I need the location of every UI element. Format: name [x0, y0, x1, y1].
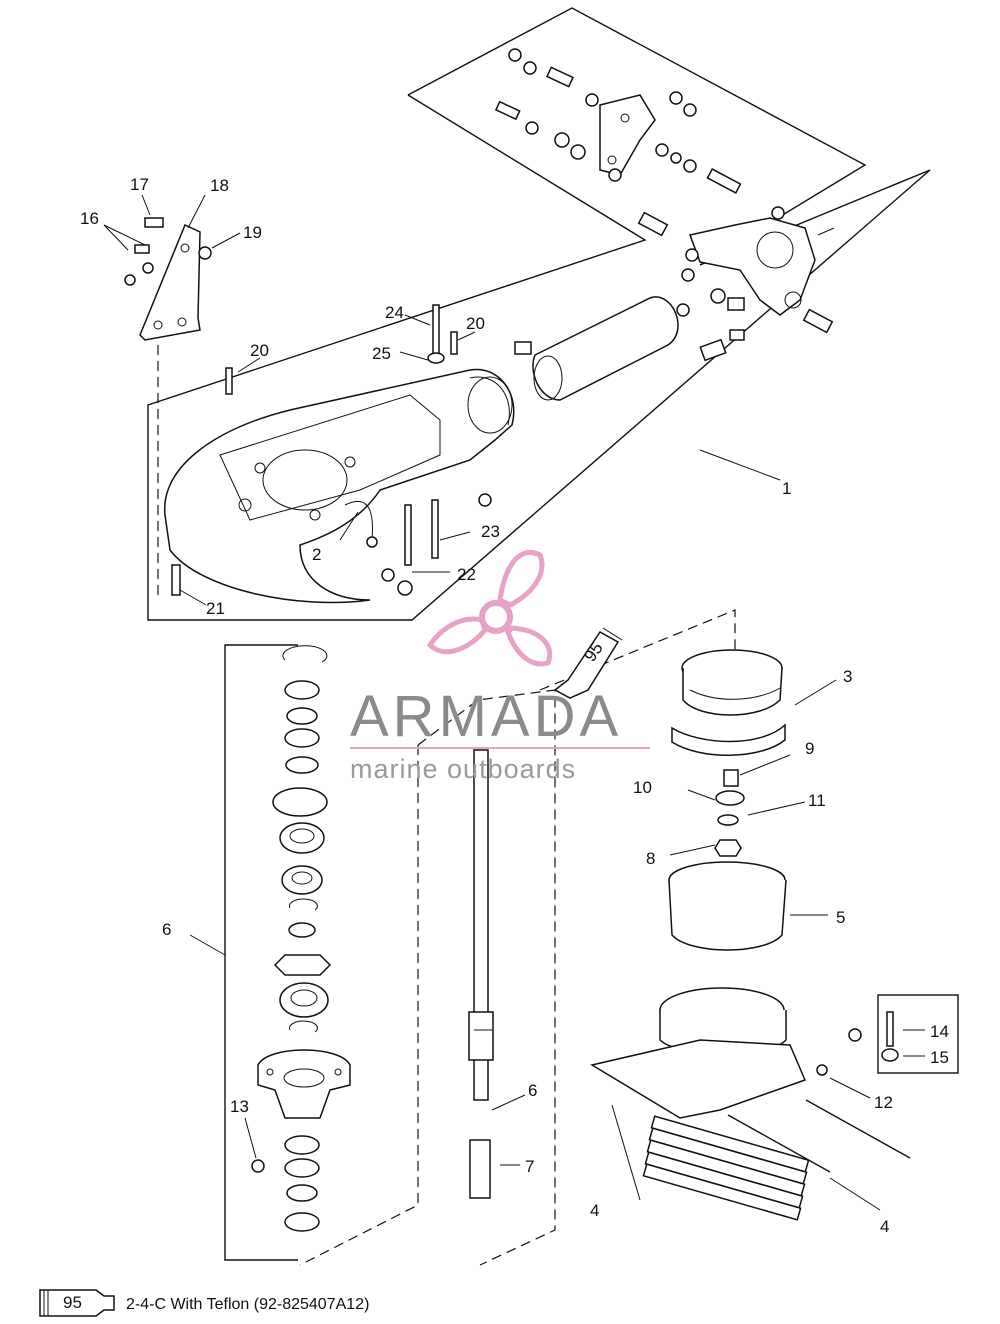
callout-4-right: 4	[880, 1217, 889, 1236]
callout-23: 23	[481, 522, 500, 541]
intake-grate	[642, 1115, 810, 1221]
callout-15: 15	[930, 1048, 949, 1067]
watermark-brand: ARMADA	[350, 684, 622, 749]
footnote-text: 2-4-C With Teflon (92-825407A12)	[126, 1296, 369, 1313]
callout-4-left: 4	[590, 1201, 599, 1220]
bearing-stack	[251, 645, 351, 1232]
mounting-bracket	[124, 217, 212, 600]
callout-1: 1	[782, 479, 791, 498]
callout-17: 17	[130, 175, 149, 194]
footnote-tube-number: 95	[63, 1293, 82, 1312]
callout-20-lower: 20	[250, 341, 269, 360]
callout-10: 10	[633, 778, 652, 797]
callout-3: 3	[843, 667, 852, 686]
callout-11: 11	[808, 791, 826, 810]
propeller-logo	[426, 549, 553, 667]
impeller-assembly	[590, 649, 911, 1221]
callout-2: 2	[312, 545, 321, 564]
callout-8: 8	[646, 849, 655, 868]
watermark-tagline: marine outboards	[350, 754, 576, 784]
callout-19: 19	[243, 223, 262, 242]
lubricant-tube-icon	[39, 1289, 115, 1317]
footnote: 95 2-4-C With Teflon (92-825407A12)	[39, 1289, 369, 1317]
callout-18: 18	[210, 176, 229, 195]
callout-5: 5	[836, 908, 845, 927]
callouts: 1 2 3 4 4 5 6 6 7 8 9 10 11 12 13 14 15 …	[80, 175, 949, 1236]
callout-7: 7	[525, 1157, 534, 1176]
callout-12: 12	[874, 1093, 893, 1112]
callout-20-upper: 20	[466, 314, 485, 333]
steering-hardware	[494, 48, 835, 362]
callout-6-stack: 6	[162, 920, 171, 939]
callout-9: 9	[805, 739, 814, 758]
callout-24: 24	[385, 303, 404, 322]
pump-housing	[164, 296, 679, 604]
callout-21: 21	[206, 599, 225, 618]
callout-14: 14	[930, 1022, 949, 1041]
leader-lines	[103, 194, 925, 1211]
callout-13: 13	[230, 1097, 249, 1116]
callout-25: 25	[372, 344, 391, 363]
drive-shaft	[468, 627, 623, 1199]
callout-22: 22	[457, 565, 476, 584]
callout-16: 16	[80, 209, 99, 228]
callout-6-shaft: 6	[528, 1081, 537, 1100]
watermark: ARMADA marine outboards	[350, 549, 650, 784]
